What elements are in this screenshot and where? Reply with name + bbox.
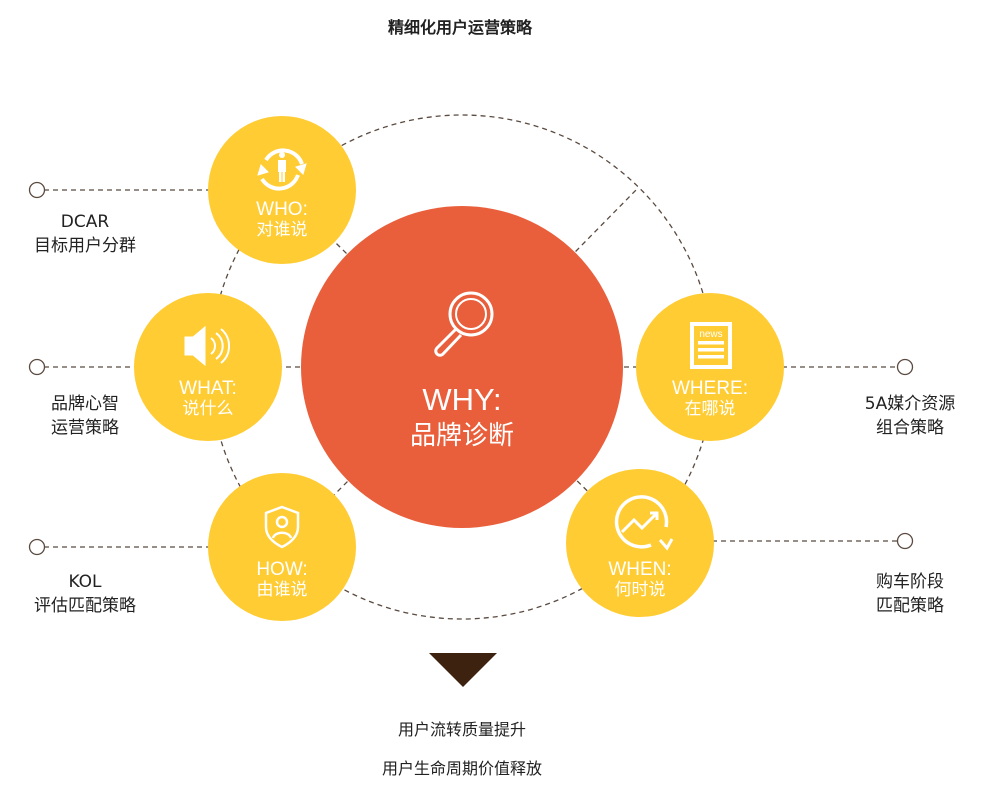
side-label-how: KOL 评估匹配策略 xyxy=(10,570,160,618)
endpoint-how xyxy=(28,538,46,556)
endpoint-who xyxy=(28,181,46,199)
endpoint-what xyxy=(28,358,46,376)
endpoint-where xyxy=(896,358,914,376)
side-label-what: 品牌心智 运营策略 xyxy=(10,392,160,440)
side-label-line: 5A媒介资源 xyxy=(864,394,956,414)
trend-cycle-icon xyxy=(614,495,674,551)
bottom-line-2: 用户生命周期价值释放 xyxy=(381,759,542,778)
node-label-zh: 何时说 xyxy=(614,580,666,600)
endpoint-when xyxy=(896,532,914,550)
shield-person-icon xyxy=(264,505,300,549)
node-label-zh: 说什么 xyxy=(182,399,234,419)
node-where-label: WHERE: 在哪说 xyxy=(637,378,783,420)
side-label-line: 匹配策略 xyxy=(876,596,944,616)
magnifier-icon xyxy=(434,291,494,357)
news-icon: news xyxy=(690,322,732,369)
node-what-label: WHAT: 说什么 xyxy=(135,378,281,420)
connector-line xyxy=(461,187,639,368)
node-when-label: WHEN: 何时说 xyxy=(567,559,713,601)
side-label-line: 品牌心智 xyxy=(51,394,119,414)
node-label-en: WHEN: xyxy=(608,559,672,580)
news-icon-text: news xyxy=(699,329,722,340)
center-label-en: WHY: xyxy=(422,382,502,417)
side-label-line: 购车阶段 xyxy=(876,572,944,592)
bottom-line-1: 用户流转质量提升 xyxy=(397,720,526,739)
side-label-when: 购车阶段 匹配策略 xyxy=(835,570,985,618)
side-label-line: 评估匹配策略 xyxy=(34,596,136,616)
speaker-icon xyxy=(184,325,231,367)
node-label-zh: 在哪说 xyxy=(684,399,736,419)
node-when-circle xyxy=(566,469,714,617)
center-circle xyxy=(301,206,623,528)
node-label-zh: 由谁说 xyxy=(256,580,308,600)
node-who-label: WHO: 对谁说 xyxy=(209,199,355,241)
side-label-who: DCAR 目标用户分群 xyxy=(10,210,160,258)
side-label-line: 目标用户分群 xyxy=(34,236,136,256)
down-arrow xyxy=(429,653,497,687)
node-label-en: WHO: xyxy=(256,199,308,220)
side-label-where: 5A媒介资源 组合策略 xyxy=(835,392,985,440)
page-title: 精细化用户运营策略 xyxy=(387,18,532,37)
person-cycle-icon xyxy=(257,148,307,191)
node-label-zh: 对谁说 xyxy=(256,220,308,240)
side-label-line: 组合策略 xyxy=(876,418,944,438)
node-what-circle xyxy=(134,293,282,441)
side-label-line: DCAR xyxy=(60,212,110,232)
side-label-line: KOL xyxy=(68,572,102,592)
node-label-en: WHERE: xyxy=(672,378,748,399)
center-label: WHY: 品牌诊断 xyxy=(302,382,622,454)
node-label-en: WHAT: xyxy=(179,378,237,399)
center-label-zh: 品牌诊断 xyxy=(409,421,514,451)
node-how-label: HOW: 由谁说 xyxy=(209,559,355,601)
side-label-line: 运营策略 xyxy=(51,418,119,438)
node-label-en: HOW: xyxy=(256,559,308,580)
